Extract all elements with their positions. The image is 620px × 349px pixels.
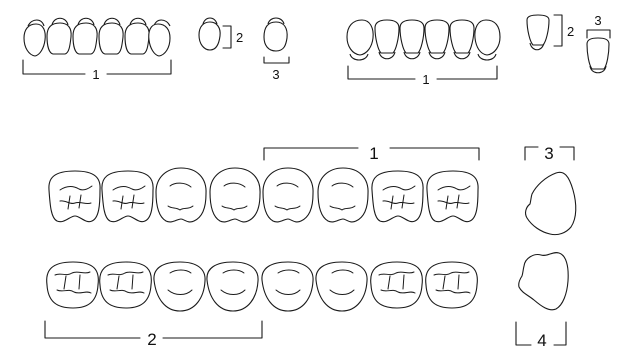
anterior-lower-tooth	[374, 19, 400, 60]
anterior-lower-set-width-bracket	[347, 65, 498, 80]
anterior-lower-tooth	[346, 19, 374, 61]
posterior-lower-side-bracket	[515, 321, 567, 346]
anterior-lower-tooth	[399, 19, 425, 60]
posterior-lower-tooth	[370, 261, 423, 309]
anterior-lower-tooth	[449, 19, 475, 60]
posterior-lower-set-width-label: 2	[147, 330, 156, 349]
posterior-lower-tooth	[315, 261, 368, 312]
anterior-upper-tooth	[148, 19, 171, 57]
anterior-upper-tooth	[23, 19, 46, 57]
posterior-upper-tooth	[262, 167, 314, 223]
anterior-lower-width-bracket	[586, 29, 611, 39]
anterior-lower-set-width-label: 1	[422, 72, 429, 87]
posterior-upper-set-width-label: 1	[369, 144, 378, 163]
anterior-upper-set-width-bracket	[22, 59, 172, 75]
anterior-lower-tooth	[424, 19, 450, 60]
posterior-lower-row	[46, 261, 478, 312]
posterior-lower-side-label: 4	[537, 331, 546, 349]
posterior-upper-side-tooth	[525, 171, 577, 236]
anterior-lower-length-bracket	[553, 14, 563, 47]
posterior-lower-tooth	[261, 261, 314, 312]
posterior-lower-side-tooth	[518, 252, 569, 311]
anterior-upper-tooth	[46, 17, 72, 55]
anterior-upper-tooth	[98, 17, 124, 55]
posterior-lower-tooth	[46, 261, 99, 309]
anterior-upper-tooth	[72, 17, 98, 55]
anterior-upper-single-tooth-lingual	[263, 17, 288, 52]
posterior-lower-set-width-bracket	[44, 320, 263, 339]
posterior-upper-side-label: 3	[544, 144, 553, 163]
anterior-upper-width-label: 3	[272, 67, 279, 82]
anterior-lower-single-tooth	[526, 14, 550, 51]
posterior-lower-tooth	[206, 261, 259, 312]
anterior-upper-length-bracket	[222, 25, 232, 49]
anterior-upper-single-tooth	[198, 17, 221, 51]
posterior-upper-set-width-bracket	[263, 147, 480, 161]
posterior-upper-tooth	[155, 167, 207, 223]
posterior-upper-tooth	[101, 170, 154, 223]
anterior-upper-length-label: 2	[236, 30, 243, 45]
anterior-lower-length-label: 2	[567, 24, 574, 39]
posterior-upper-row	[48, 167, 479, 223]
anterior-upper-set	[23, 17, 171, 57]
posterior-lower-tooth	[99, 261, 152, 309]
posterior-lower-tooth	[153, 261, 206, 312]
anterior-upper-set-width-label: 1	[92, 67, 99, 82]
posterior-upper-tooth	[317, 167, 369, 223]
posterior-lower-tooth	[425, 261, 478, 309]
posterior-upper-tooth	[48, 170, 101, 223]
anterior-upper-width-bracket	[263, 56, 290, 64]
posterior-upper-tooth	[426, 170, 479, 223]
posterior-upper-tooth	[209, 167, 261, 223]
anterior-lower-width-label: 3	[594, 13, 601, 28]
anterior-upper-tooth	[124, 17, 150, 55]
posterior-upper-side-bracket	[524, 146, 575, 161]
anterior-lower-single-tooth-lingual	[586, 37, 610, 74]
posterior-upper-tooth	[371, 170, 424, 223]
anterior-lower-set	[346, 19, 501, 61]
anterior-lower-tooth	[474, 19, 501, 61]
